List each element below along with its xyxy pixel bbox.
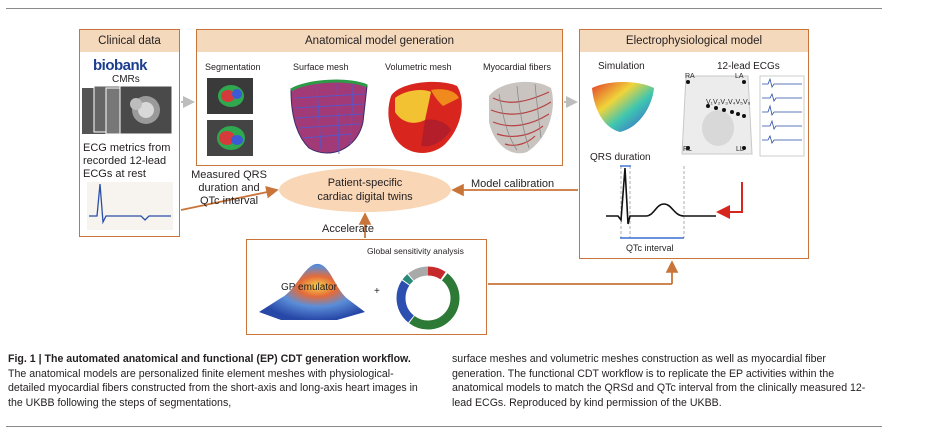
ep-model-title: Electrophysiological model	[580, 30, 808, 52]
clinical-data-title: Clinical data	[80, 30, 179, 52]
step-volumetric-mesh: Volumetric mesh	[385, 62, 452, 72]
ecg12-traces	[759, 75, 805, 157]
anatomical-model-panel: Anatomical model generation Segmentation…	[196, 29, 563, 166]
electrode-rl: RL	[683, 146, 692, 153]
measured-qrs-label: Measured QRS duration and QTc interval	[191, 169, 267, 207]
precordial-lead-labels: V₁V₂V₃V₄V₅V₆	[706, 99, 751, 106]
sensitivity-donut	[396, 266, 460, 330]
caption-left-text: The anatomical models are personalized f…	[8, 367, 418, 409]
step-myocardial-fibers: Myocardial fibers	[483, 62, 552, 72]
anatomical-model-title: Anatomical model generation	[197, 30, 562, 52]
accelerate-label: Accelerate	[322, 223, 374, 235]
electrode-la: LA	[735, 73, 744, 80]
top-rule	[6, 8, 882, 9]
qrs-qtc-ecg	[606, 165, 716, 239]
volumetric-mesh-image	[388, 81, 462, 153]
ep-model-panel: Electrophysiological model Simulation 12…	[579, 29, 809, 259]
gsa-title: Global sensitivity analysis	[367, 246, 464, 256]
torso-with-electrodes	[681, 75, 753, 155]
step-segmentation: Segmentation	[205, 62, 261, 72]
bottom-rule	[6, 426, 882, 427]
figure-caption-left: Fig. 1 | The automated anatomical and fu…	[8, 352, 428, 410]
ecg12-label: 12-lead ECGs	[717, 61, 780, 72]
figure-number: Fig. 1 |	[8, 353, 42, 365]
ecg-metrics-text: ECG metrics from recorded 12-lead ECGs a…	[83, 142, 171, 180]
biobank-logo: biobank	[93, 57, 148, 74]
cmrs-label: CMRs	[112, 74, 140, 85]
simulation-label: Simulation	[598, 61, 645, 72]
figure-title: The automated anatomical and functional …	[44, 353, 411, 365]
cardiac-digital-twins-node: Patient-specific cardiac digital twins	[279, 168, 451, 212]
cmr-images	[82, 85, 173, 135]
gp-emulator-surface	[259, 263, 365, 320]
gsa-panel: GP emulator + Global sensitivity analysi…	[246, 239, 487, 335]
gp-emulator-label: GP emulator	[281, 282, 337, 293]
recorded-ecg-trace	[87, 182, 173, 230]
clinical-data-panel: Clinical data biobank CMRs ECG metrics f…	[79, 29, 180, 237]
electrode-ra: RA	[685, 73, 695, 80]
plus-sign: +	[374, 286, 380, 297]
step-surface-mesh: Surface mesh	[293, 62, 349, 72]
simulation-heart	[592, 82, 654, 132]
figure-caption-right: surface meshes and volumetric meshes con…	[452, 353, 866, 409]
segmentation-images	[207, 78, 253, 156]
surface-mesh-image	[290, 79, 368, 155]
qrs-duration-label: QRS duration	[590, 152, 651, 163]
model-calibration-label: Model calibration	[471, 178, 555, 190]
electrode-ll: LL	[736, 146, 744, 153]
myocardial-fibers-image	[489, 81, 553, 154]
qtc-interval-label: QTc interval	[626, 243, 674, 253]
